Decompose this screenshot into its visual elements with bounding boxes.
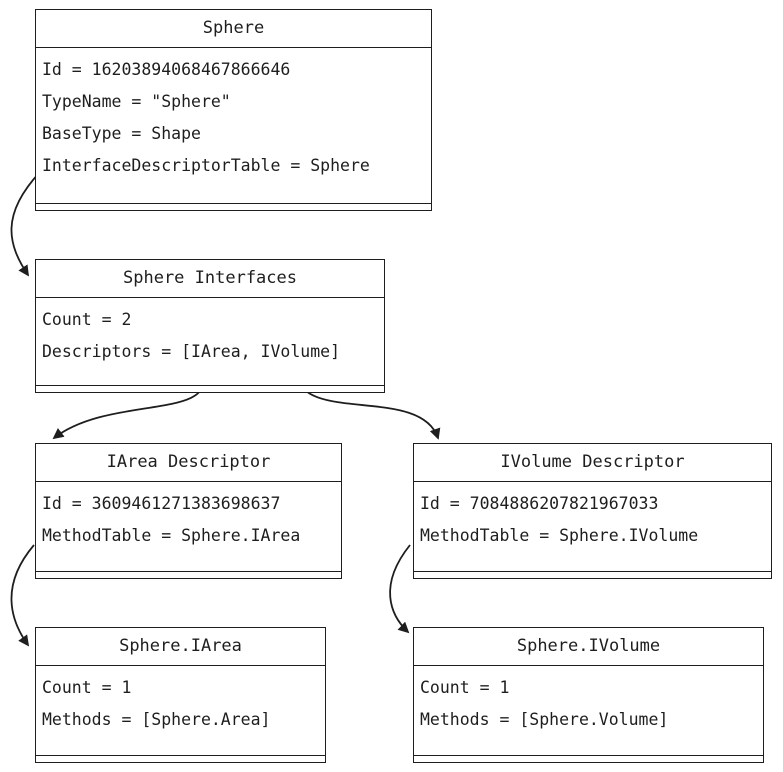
sphere-iarea-table-divider bbox=[36, 755, 325, 756]
sphere-interfaces-divider bbox=[36, 385, 384, 386]
sphere-box-divider bbox=[36, 203, 431, 204]
iarea-descriptor-methodtable-field: MethodTable = Sphere.IArea bbox=[42, 526, 301, 545]
interfaces-count-field: Count = 2 bbox=[42, 310, 132, 329]
ivolume-descriptor-divider bbox=[414, 571, 771, 572]
sphere-interface-table-field: InterfaceDescriptorTable = Sphere bbox=[42, 156, 370, 175]
sphere-basetype-field: BaseType = Shape bbox=[42, 124, 201, 143]
arrow-iarea-descriptor-to-table bbox=[10, 544, 35, 647]
iarea-descriptor-box: IArea Descriptor Id = 360946127138369863… bbox=[35, 443, 342, 579]
sphere-iarea-table-title: Sphere.IArea bbox=[36, 628, 325, 666]
sphere-ivolume-table-box: Sphere.IVolume Count = 1 Methods = [Sphe… bbox=[413, 627, 764, 763]
sphere-box-title: Sphere bbox=[36, 10, 431, 48]
iarea-table-count-field: Count = 1 bbox=[42, 678, 132, 697]
iarea-descriptor-title: IArea Descriptor bbox=[36, 444, 341, 482]
ivolume-descriptor-methodtable-field: MethodTable = Sphere.IVolume bbox=[420, 526, 699, 545]
iarea-descriptor-divider bbox=[36, 571, 341, 572]
sphere-id-field: Id = 16203894068467866646 bbox=[42, 60, 291, 79]
iarea-descriptor-id-field: Id = 3609461271383698637 bbox=[42, 494, 281, 513]
ivolume-descriptor-box: IVolume Descriptor Id = 7084886207821967… bbox=[413, 443, 772, 579]
ivolume-descriptor-title: IVolume Descriptor bbox=[414, 444, 771, 482]
sphere-ivolume-table-divider bbox=[414, 755, 763, 756]
sphere-iarea-table-box: Sphere.IArea Count = 1 Methods = [Sphere… bbox=[35, 627, 326, 763]
ivolume-table-methods-field: Methods = [Sphere.Volume] bbox=[420, 710, 669, 729]
interfaces-descriptors-field: Descriptors = [IArea, IVolume] bbox=[42, 342, 341, 361]
iarea-table-methods-field: Methods = [Sphere.Area] bbox=[42, 710, 271, 729]
arrow-ivolume-descriptor-to-table bbox=[389, 544, 411, 634]
ivolume-descriptor-id-field: Id = 7084886207821967033 bbox=[420, 494, 659, 513]
ivolume-table-count-field: Count = 1 bbox=[420, 678, 510, 697]
sphere-box: Sphere Id = 16203894068467866646 TypeNam… bbox=[35, 9, 432, 211]
sphere-interfaces-box: Sphere Interfaces Count = 2 Descriptors … bbox=[35, 259, 385, 393]
sphere-interfaces-title: Sphere Interfaces bbox=[36, 260, 384, 298]
sphere-ivolume-table-title: Sphere.IVolume bbox=[414, 628, 763, 666]
sphere-typename-field: TypeName = "Sphere" bbox=[42, 92, 231, 111]
